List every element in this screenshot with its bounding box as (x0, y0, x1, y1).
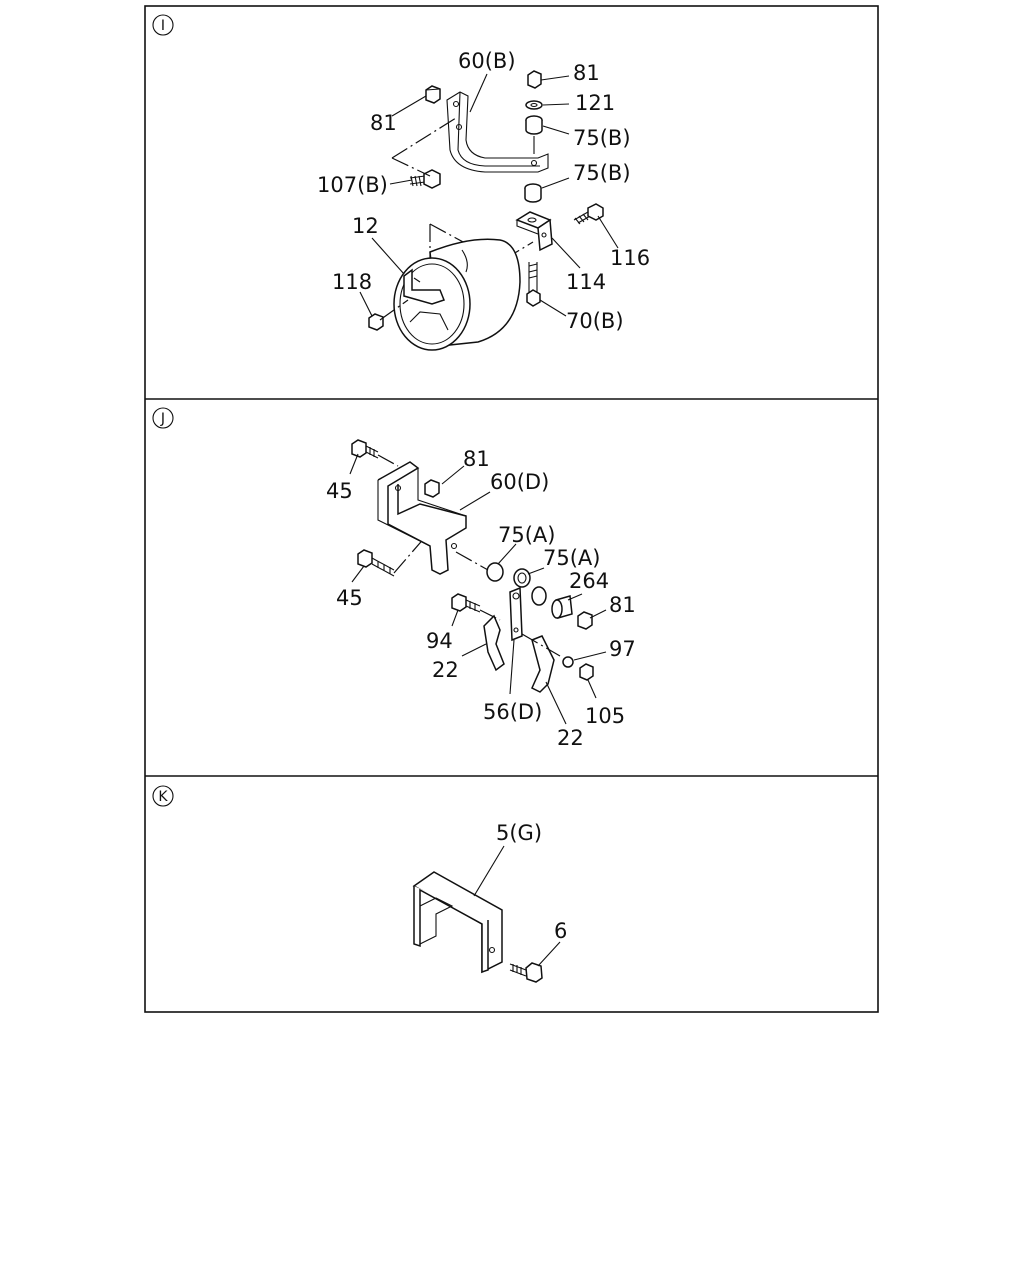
callout-45: 45 (326, 479, 353, 503)
callout-70b: 70(B) (566, 309, 624, 333)
section-k-drawing (412, 845, 561, 983)
callout-114: 114 (566, 270, 606, 294)
nut-81-left (425, 85, 441, 104)
svg-text:J: J (160, 411, 165, 427)
callout-75a: 75(A) (498, 523, 555, 547)
callout-45: 45 (336, 586, 363, 610)
diagram-frame (144, 5, 879, 1013)
bolt-94 (451, 593, 481, 613)
callout-12: 12 (352, 214, 379, 238)
section-j-drawing (349, 439, 607, 725)
callout-94: 94 (426, 629, 453, 653)
bolt-45-upper (351, 439, 379, 459)
section-marker-j: J (152, 407, 174, 429)
callout-6: 6 (554, 919, 567, 943)
section-i-drawing (359, 70, 619, 351)
svg-text:K: K (158, 789, 168, 805)
callout-81: 81 (609, 593, 636, 617)
callout-97: 97 (609, 637, 636, 661)
callout-81: 81 (573, 61, 600, 85)
callout-121: 121 (575, 91, 615, 115)
callout-81: 81 (463, 447, 490, 471)
svg-text:I: I (161, 18, 165, 34)
bracket-60d (377, 461, 467, 575)
callout-75b: 75(B) (573, 126, 631, 150)
bracket-114 (515, 211, 553, 252)
callout-116: 116 (610, 246, 650, 270)
bolt-6 (509, 962, 543, 983)
collar-264 (551, 595, 573, 619)
callout-118: 118 (332, 270, 372, 294)
bolt-70b (526, 262, 541, 307)
callout-75b: 75(B) (573, 161, 631, 185)
muffler-12 (393, 238, 521, 351)
callout-75a: 75(A) (543, 546, 600, 570)
callout-107b: 107(B) (317, 173, 388, 197)
callout-264: 264 (569, 569, 609, 593)
callout-105: 105 (585, 704, 625, 728)
section-marker-i: I (152, 14, 174, 36)
callout-22: 22 (432, 658, 459, 682)
callout-56d: 56(D) (483, 700, 542, 724)
bolt-107b (409, 169, 441, 189)
bolt-116 (573, 203, 604, 225)
callout-5g: 5(G) (496, 821, 542, 845)
cover-5g (412, 871, 503, 974)
callout-81: 81 (370, 111, 397, 135)
callout-22: 22 (557, 726, 584, 750)
section-marker-k: K (152, 785, 174, 807)
callout-60d: 60(D) (490, 470, 549, 494)
callout-60b: 60(B) (458, 49, 516, 73)
bolt-45-lower (357, 549, 395, 577)
